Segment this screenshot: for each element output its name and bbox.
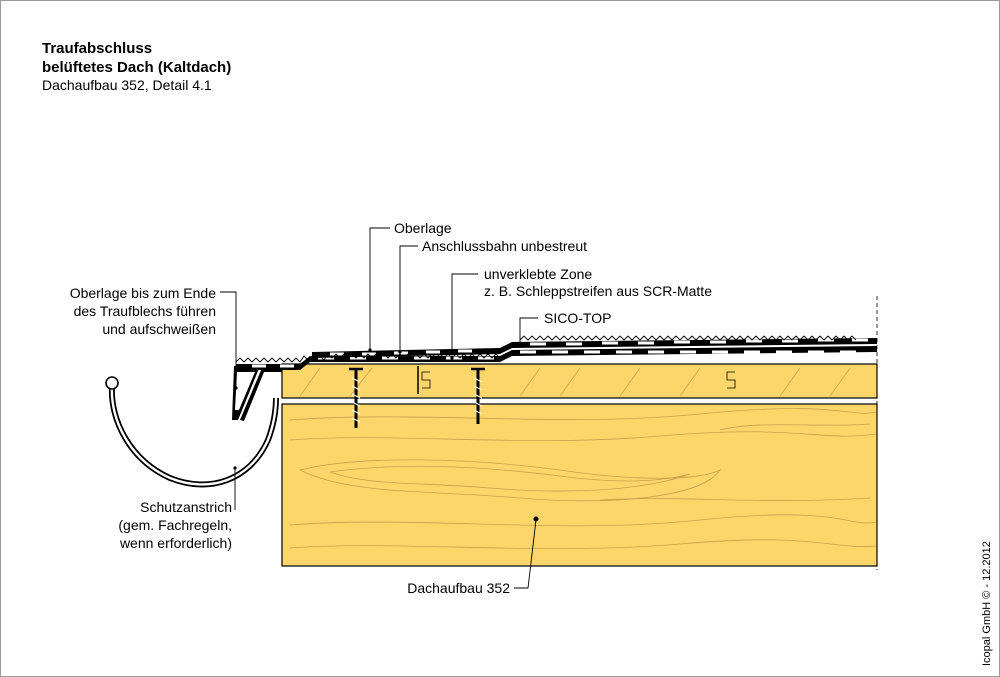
leader-lines	[220, 227, 538, 589]
label-oberlage-ende-3: und aufschweißen	[102, 321, 216, 337]
label-schutzanstrich-2: (gem. Fachregeln,	[118, 517, 232, 533]
label-anschlussbahn: Anschlussbahn unbestreut	[422, 238, 587, 254]
membrane-layers	[235, 335, 877, 370]
gutter	[105, 376, 279, 488]
label-dachaufbau: Dachaufbau 352	[407, 580, 510, 596]
label-unverklebte-zone-2: z. B. Schleppstreifen aus SCR-Matte	[484, 283, 712, 299]
title-line-1: Traufabschluss	[42, 40, 152, 57]
label-oberlage-ende-1: Oberlage bis zum Ende	[70, 285, 217, 301]
roof-board	[281, 403, 878, 567]
label-schutzanstrich-3: wenn erforderlich)	[119, 535, 232, 551]
label-oberlage-ende-2: des Traufblechs führen	[74, 303, 216, 319]
title-line-2: belüftetes Dach (Kaltdach)	[42, 59, 231, 76]
decking-board	[281, 363, 878, 405]
subtitle: Dachaufbau 352, Detail 4.1	[42, 77, 212, 93]
screw-left	[349, 367, 363, 428]
label-oberlage: Oberlage	[394, 220, 452, 236]
label-sico-top: SICO-TOP	[544, 310, 611, 326]
drip-edge	[232, 366, 282, 421]
label-unverklebte-zone-1: unverklebte Zone	[484, 266, 592, 282]
label-schutzanstrich-1: Schutzanstrich	[140, 499, 232, 515]
copyright: Icopal GmbH © - 12.2012	[981, 541, 993, 666]
screw-right	[471, 367, 485, 424]
